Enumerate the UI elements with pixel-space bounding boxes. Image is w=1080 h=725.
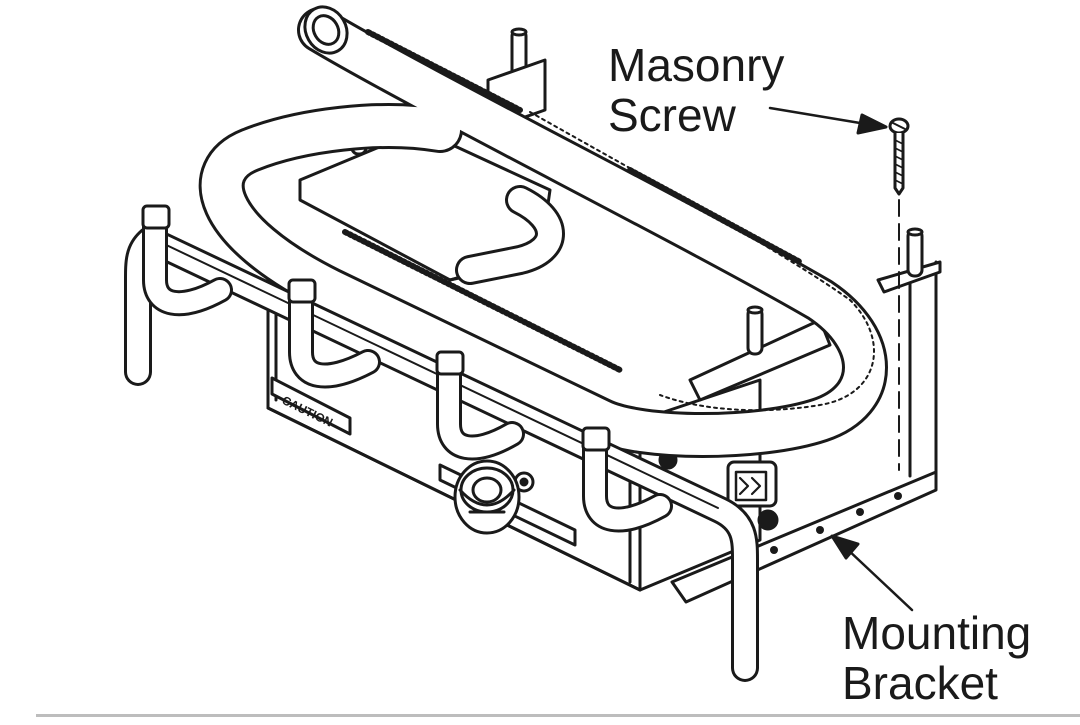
burner-tube — [198, 5, 888, 458]
masonry-screw-label-line2: Screw — [608, 89, 736, 141]
mounting-bracket-label-line1: Mounting — [842, 607, 1032, 659]
log-hooks — [141, 204, 673, 533]
mounting-bracket-label-line2: Bracket — [842, 657, 998, 709]
regulator-fitting — [658, 450, 779, 531]
log-hook-2 — [287, 278, 381, 389]
mounting-bracket-callout: Mounting Bracket — [842, 608, 1031, 708]
gas-valve-knob — [453, 459, 521, 535]
masonry-screw-label-line1: Masonry — [608, 39, 785, 91]
leader-arrows — [768, 106, 914, 612]
log-hook-4 — [581, 426, 673, 533]
masonry-screw-callout: Masonry Screw — [608, 40, 784, 140]
bottom-divider — [36, 714, 1080, 717]
caution-plate — [270, 376, 352, 436]
log-hook-1 — [141, 204, 233, 317]
log-hook-3 — [435, 350, 525, 461]
masonry-screw — [888, 117, 910, 471]
